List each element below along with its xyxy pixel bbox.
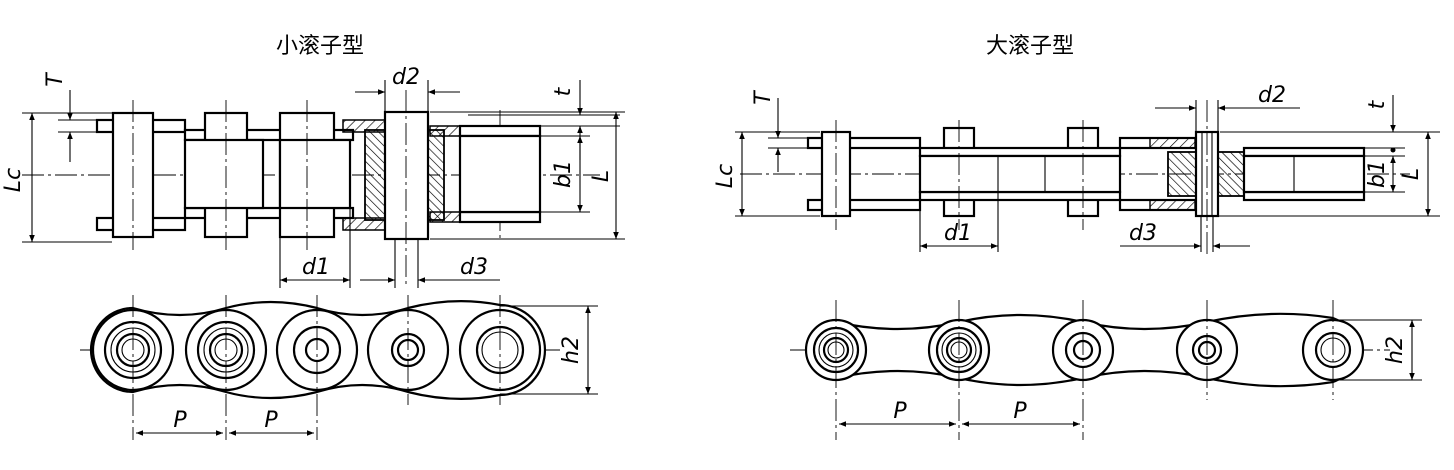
dim-d3-left: d3 (460, 255, 488, 280)
dim-P-right-2: P (1013, 399, 1027, 424)
dim-Lc-left: Lc (1, 168, 26, 192)
dim-T-left: T (43, 72, 68, 87)
dim-P-left-1: P (173, 408, 187, 433)
dim-L-left: L (589, 170, 614, 182)
dim-d1-left: d1 (302, 255, 330, 280)
dim-d1-right: d1 (944, 221, 972, 246)
dim-T-right: T (751, 90, 776, 105)
right-side-view (790, 300, 1390, 440)
left-dimensions: T Lc d2 t b1 L d1 (1, 65, 625, 288)
right-dimensions: T Lc d2 t b1 L d1 (713, 83, 1440, 252)
dim-d2-left: d2 (392, 65, 420, 90)
dim-d3-right: d3 (1129, 221, 1157, 246)
dim-t-right: t (1365, 99, 1390, 109)
left-side-dimensions: h2 P P (136, 305, 598, 436)
left-side-view (80, 295, 560, 440)
dim-d2-right: d2 (1258, 83, 1286, 108)
right-top-view (740, 100, 1410, 255)
dim-b1-right: b1 (1365, 160, 1390, 188)
dim-P-right-1: P (893, 399, 907, 424)
title-small-roller: 小滚子型 (276, 34, 364, 59)
title-large-roller: 大滚子型 (986, 34, 1074, 59)
right-side-dimensions: h2 P P (839, 319, 1422, 427)
dim-t-left: t (551, 86, 576, 96)
dim-P-left-2: P (264, 408, 278, 433)
dim-h2-right: h2 (1383, 336, 1408, 364)
dim-h2-left: h2 (559, 336, 584, 364)
dim-L-right: L (1399, 168, 1424, 180)
dim-b1-left: b1 (551, 160, 576, 188)
dim-Lc-right: Lc (713, 164, 738, 188)
left-top-view (22, 90, 600, 285)
